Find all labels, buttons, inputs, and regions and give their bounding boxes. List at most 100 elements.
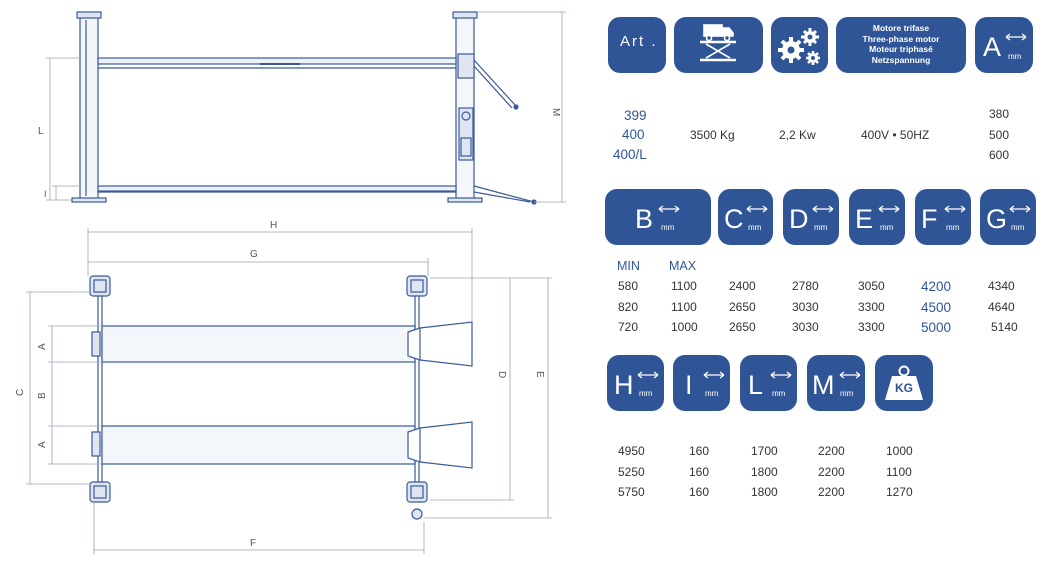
dim-badge-D: D mm [783, 189, 839, 245]
double-arrow-icon [1005, 33, 1027, 41]
article-399: 399 [624, 108, 647, 123]
B-min-1: 580 [618, 279, 639, 293]
dim-label-C: C [15, 389, 26, 396]
D-value-2: 3030 [792, 300, 819, 314]
lift-capacity-badge [674, 17, 763, 73]
double-arrow-icon [1009, 205, 1031, 213]
double-arrow-icon [746, 205, 768, 213]
double-arrow-icon [658, 205, 680, 213]
L-value-2: 1800 [751, 465, 778, 479]
dim-badge-unit: mm [880, 223, 894, 232]
weight-badge: KG [875, 355, 933, 411]
dim-badge-G: G mm [980, 189, 1036, 245]
B-max-3: 1000 [671, 320, 698, 334]
dim-label-A-1: A [37, 343, 48, 350]
motor-label-fr: Moteur triphasé [869, 44, 933, 54]
power-badge [771, 17, 828, 73]
gears-icon [778, 28, 820, 65]
C-value-2: 2650 [729, 300, 756, 314]
H-value-2: 5250 [618, 465, 645, 479]
power-value: 2,2 Kw [779, 128, 816, 142]
dim-badge-unit: mm [1008, 52, 1022, 61]
dim-badge-B: B mm [605, 189, 711, 245]
M-value-2: 2200 [818, 465, 845, 479]
double-arrow-icon [703, 371, 725, 379]
dim-badge-unit: mm [814, 223, 828, 232]
G-value-3: 5140 [991, 320, 1018, 334]
dim-badge-unit: mm [748, 223, 762, 232]
A-value-2: 500 [989, 128, 1010, 142]
dim-badge-F: F mm [915, 189, 971, 245]
dim-badge-letter: E [855, 204, 874, 234]
side-elevation-view [71, 11, 537, 205]
dim-badge-letter: L [748, 370, 764, 400]
double-arrow-icon [812, 205, 834, 213]
dim-label-B: B [37, 392, 48, 399]
D-value-3: 3030 [792, 320, 819, 334]
double-arrow-icon [637, 371, 659, 379]
dim-label-M: M [550, 108, 561, 116]
KG-value-1: 1000 [886, 444, 913, 458]
motor-label-en: Three-phase motor [862, 33, 940, 44]
B-max-2: 1100 [671, 300, 697, 314]
B-max-1: 1100 [671, 279, 697, 293]
weight-icon [885, 365, 923, 400]
dim-badge-unit: mm [639, 389, 653, 398]
D-value-1: 2780 [792, 279, 819, 293]
plan-dimension-lines [26, 228, 552, 554]
motor-label-it: Motore trifase [872, 23, 930, 33]
technical-drawing: L I M [15, 11, 566, 554]
motor-label: Motore trifase Three-phase motor Moteur … [836, 23, 966, 65]
H-value-1: 4950 [618, 444, 645, 458]
dim-badge-E: E mm [849, 189, 905, 245]
dim-badge-C: C mm [718, 189, 773, 245]
double-arrow-icon [878, 205, 900, 213]
M-value-3: 2200 [818, 485, 845, 499]
dim-badge-letter: A [983, 32, 1002, 62]
I-value-1: 160 [689, 444, 710, 458]
H-value-3: 5750 [618, 485, 645, 499]
dim-badge-L: L mm [740, 355, 797, 411]
dim-badge-unit: mm [661, 223, 675, 232]
C-value-1: 2400 [729, 279, 756, 293]
B-min-2: 820 [618, 300, 639, 314]
I-value-3: 160 [689, 485, 710, 499]
dim-badge-H: H mm [607, 355, 664, 411]
article-label: Art . [620, 33, 658, 50]
dim-badge-unit: mm [705, 389, 719, 398]
E-value-1: 3050 [858, 279, 885, 293]
dim-label-I: I [44, 189, 47, 199]
motor-badge: Motore trifase Three-phase motor Moteur … [836, 17, 966, 73]
dim-label-L: L [38, 126, 44, 137]
double-arrow-icon [944, 205, 966, 213]
dim-label-A-2: A [37, 441, 48, 448]
side-dimension-lines [46, 11, 566, 203]
G-value-1: 4340 [988, 279, 1015, 293]
min-header: MIN [617, 259, 640, 273]
max-header: MAX [669, 259, 697, 273]
I-value-2: 160 [689, 465, 710, 479]
dim-badge-letter: H [614, 370, 634, 400]
C-value-3: 2650 [729, 320, 756, 334]
article-badge: Art . [608, 17, 666, 73]
dim-label-E: E [534, 371, 545, 378]
dim-badge-I: I mm [673, 355, 730, 411]
F-value-3: 5000 [921, 320, 952, 335]
E-value-2: 3300 [858, 300, 885, 314]
article-400l: 400/L [613, 147, 647, 162]
dim-badge-unit: mm [772, 389, 786, 398]
F-value-2: 4500 [921, 300, 952, 315]
L-value-1: 1700 [751, 444, 778, 458]
plan-view [89, 275, 473, 520]
dim-label-G: G [250, 249, 258, 260]
dim-badge-M: M mm [807, 355, 865, 411]
G-value-2: 4640 [988, 300, 1015, 314]
dim-badge-unit: mm [1011, 223, 1025, 232]
dim-badge-letter: G [986, 204, 1008, 234]
B-min-3: 720 [618, 320, 639, 334]
article-400: 400 [622, 127, 645, 142]
motor-label-de: Netzspannung [871, 54, 931, 65]
capacity-value: 3500 Kg [690, 128, 735, 142]
dim-label-H: H [270, 220, 277, 231]
dim-badge-letter: B [635, 204, 654, 234]
